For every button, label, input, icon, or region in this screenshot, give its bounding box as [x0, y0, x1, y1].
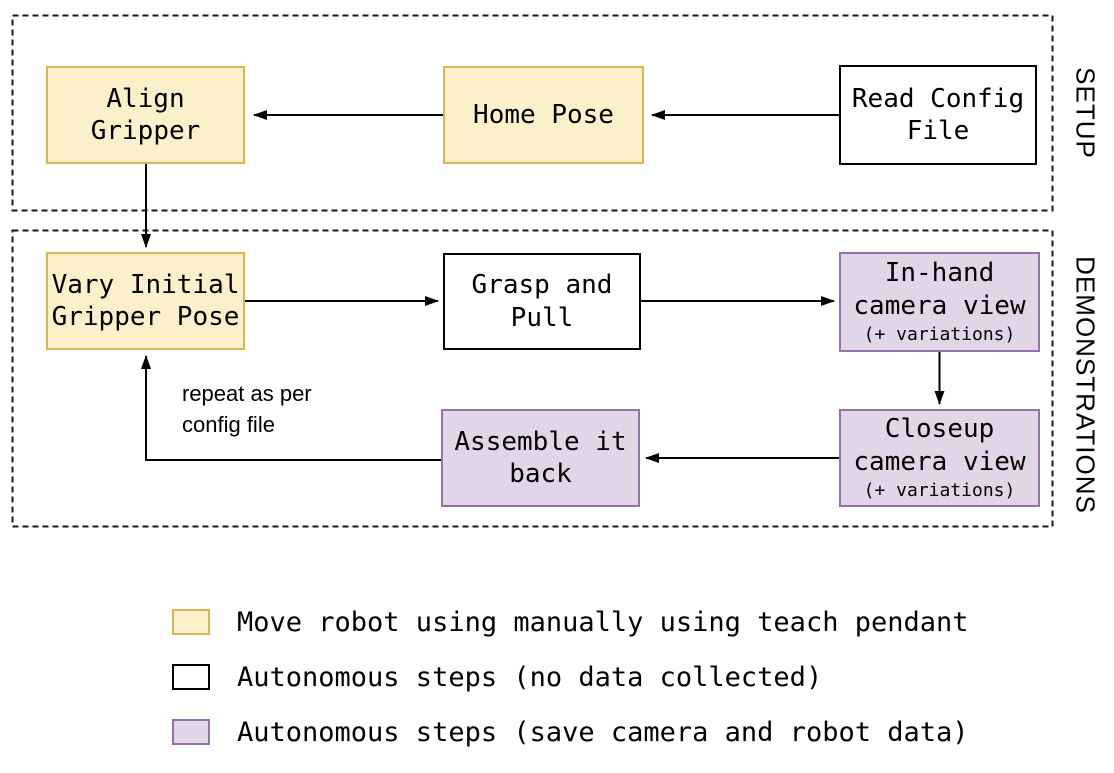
legend-label-autonomous-save-data: Autonomous steps (save camera and robot …	[237, 716, 969, 748]
legend-label-autonomous-no-data: Autonomous steps (no data collected)	[237, 661, 823, 693]
node-assemble-it-back: Assemble it back	[441, 409, 640, 507]
legend-swatch-autonomous-no-data	[172, 664, 210, 690]
node-closeup-camera-view: Closeup camera view (+ variations)	[839, 409, 1040, 507]
repeat-note: repeat as per config file	[182, 381, 312, 437]
legend-swatch-autonomous-save-data	[172, 719, 210, 745]
node-home-pose-label: Home Pose	[473, 99, 614, 130]
node-closeup-camera-view-label: Closeup camera view	[853, 414, 1026, 477]
legend-item-autonomous-no-data: Autonomous steps (no data collected)	[172, 661, 969, 693]
section-label-demonstrations: DEMONSTRATIONS	[1070, 256, 1101, 514]
node-align-gripper-label: Align Gripper	[90, 83, 201, 147]
node-assemble-it-back-label: Assemble it back	[454, 426, 627, 490]
section-label-setup: SETUP	[1070, 67, 1101, 159]
node-closeup-camera-view-sublabel: (+ variations)	[863, 480, 1016, 502]
node-grasp-and-pull-label: Grasp and Pull	[471, 270, 613, 333]
legend-label-manual: Move robot using manually using teach pe…	[237, 606, 969, 638]
legend: Move robot using manually using teach pe…	[172, 606, 969, 773]
demonstrations-section-frame	[11, 229, 1054, 528]
legend-swatch-manual	[172, 609, 210, 635]
node-home-pose: Home Pose	[443, 66, 644, 164]
node-in-hand-camera-view-sublabel: (+ variations)	[863, 324, 1016, 346]
node-grasp-and-pull: Grasp and Pull	[443, 253, 641, 350]
node-read-config-file-label: Read Config File	[851, 83, 1025, 147]
node-align-gripper: Align Gripper	[46, 66, 245, 164]
legend-item-manual: Move robot using manually using teach pe…	[172, 606, 969, 638]
node-in-hand-camera-view: In-hand camera view (+ variations)	[839, 252, 1040, 352]
node-vary-initial-gripper-pose: Vary Initial Gripper Pose	[46, 252, 245, 350]
node-read-config-file: Read Config File	[839, 65, 1037, 165]
node-in-hand-camera-view-label: In-hand camera view	[853, 258, 1026, 321]
legend-item-autonomous-save-data: Autonomous steps (save camera and robot …	[172, 716, 969, 748]
arrow-assemble-back-to-vary-initial	[141, 355, 441, 461]
node-vary-initial-gripper-pose-label: Vary Initial Gripper Pose	[51, 269, 240, 333]
setup-section-frame	[11, 14, 1054, 212]
